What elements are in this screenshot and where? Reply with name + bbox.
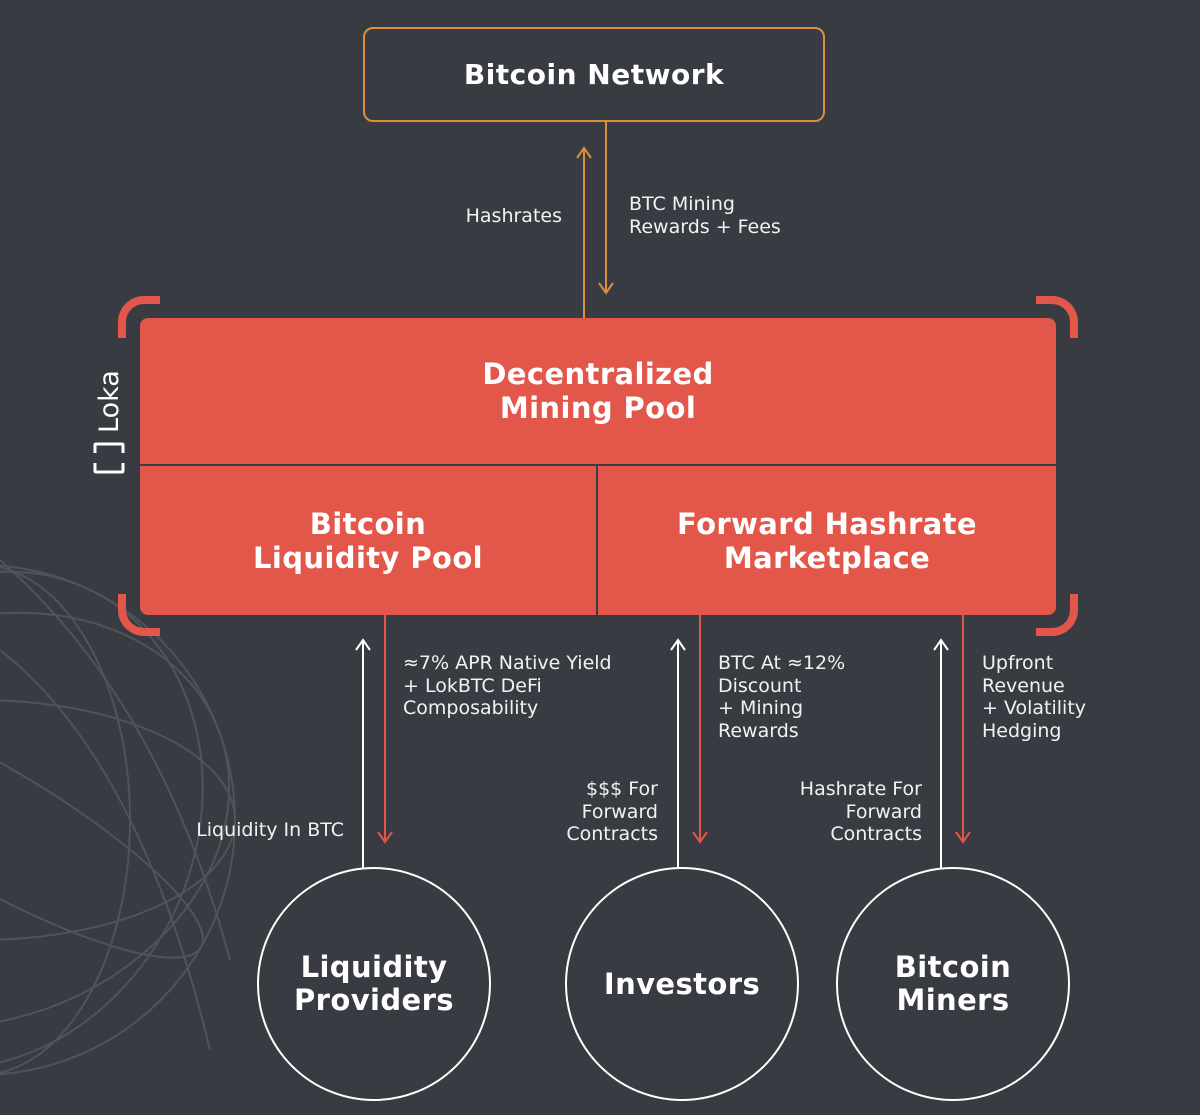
decentralized-mining-pool-block: Decentralized Mining Pool bbox=[140, 318, 1056, 466]
forward-hashrate-marketplace-block: Forward Hashrate Marketplace bbox=[598, 466, 1056, 615]
bitcoin-network-node: Bitcoin Network bbox=[363, 27, 825, 122]
decentralized-mining-pool-title: Decentralized Mining Pool bbox=[482, 357, 714, 425]
investors-node: Investors bbox=[565, 867, 799, 1101]
globe-decoration bbox=[0, 559, 236, 1076]
forward-hashrate-marketplace-title: Forward Hashrate Marketplace bbox=[677, 506, 977, 575]
lp-up-arrow bbox=[355, 638, 371, 868]
lp-liquidity-label: Liquidity In BTC bbox=[196, 819, 344, 841]
miner-down-arrow bbox=[955, 615, 971, 844]
loka-logo-icon bbox=[93, 442, 125, 474]
inv-down-arrow bbox=[692, 615, 708, 844]
bitcoin-miners-node: Bitcoin Miners bbox=[836, 867, 1070, 1101]
loka-logo-text: Loka bbox=[93, 370, 125, 433]
top-arrow-hashrates bbox=[576, 146, 592, 318]
bracket-top-right bbox=[1036, 296, 1078, 338]
bracket-bottom-right bbox=[1036, 594, 1078, 636]
hashrates-label: Hashrates bbox=[465, 205, 562, 227]
top-arrow-rewards bbox=[598, 122, 614, 295]
bracket-bottom-left bbox=[118, 594, 160, 636]
bitcoin-liquidity-pool-title: Bitcoin Liquidity Pool bbox=[253, 506, 483, 575]
bitcoin-network-title: Bitcoin Network bbox=[463, 58, 725, 91]
investor-discount-label: BTC At ≈12% Discount + Mining Rewards bbox=[718, 652, 846, 742]
liquidity-providers-node: Liquidity Providers bbox=[257, 867, 491, 1101]
liquidity-providers-title: Liquidity Providers bbox=[294, 950, 454, 1017]
btc-mining-rewards-label: BTC Mining Rewards + Fees bbox=[629, 193, 781, 238]
loka-panel: Decentralized Mining Pool Bitcoin Liquid… bbox=[140, 318, 1056, 615]
investor-contracts-label: $$$ For Forward Contracts bbox=[566, 778, 658, 845]
lp-down-arrow bbox=[377, 615, 393, 844]
miner-revenue-label: Upfront Revenue + Volatility Hedging bbox=[982, 652, 1087, 742]
loka-logo: Loka bbox=[89, 365, 129, 475]
bitcoin-miners-title: Bitcoin Miners bbox=[894, 950, 1012, 1017]
inv-up-arrow bbox=[670, 638, 686, 868]
bitcoin-liquidity-pool-block: Bitcoin Liquidity Pool bbox=[140, 466, 598, 615]
miner-hashrate-label: Hashrate For Forward Contracts bbox=[799, 778, 922, 845]
miner-up-arrow bbox=[933, 638, 949, 868]
investors-title: Investors bbox=[603, 966, 761, 1001]
lp-yield-label: ≈7% APR Native Yield + LokBTC DeFi Compo… bbox=[403, 652, 612, 719]
bracket-top-left bbox=[118, 296, 160, 338]
